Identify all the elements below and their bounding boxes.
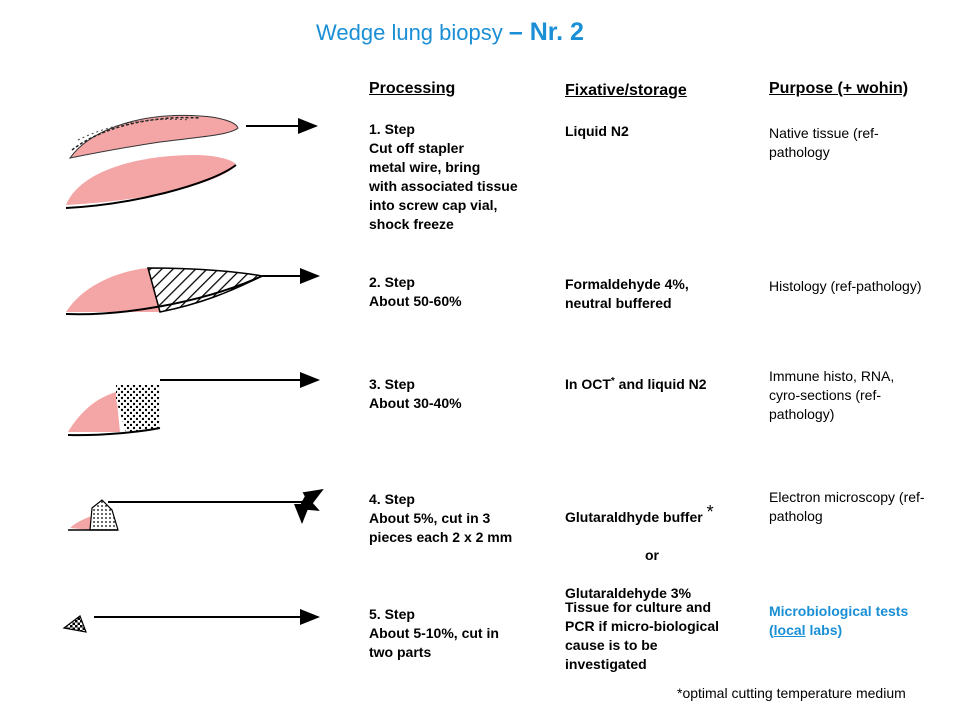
footnote: *optimal cutting temperature medium <box>677 685 906 701</box>
row3-purpose: Immune histo, RNA, cyro-sections (ref- p… <box>769 368 895 422</box>
row5-purpose: Microbiological tests (local labs) <box>769 603 909 638</box>
row3-fixative: In OCT* and liquid N2 <box>565 376 707 392</box>
tissue-step5 <box>62 609 320 633</box>
title-main: Wedge lung biopsy <box>316 20 503 45</box>
header-fixative: Fixative/storage <box>565 82 687 99</box>
page-title: Wedge lung biopsy – Nr. 2 <box>0 18 900 47</box>
row3-processing: 3. Step About 30-40% <box>369 376 462 411</box>
row1-fixative: Liquid N2 <box>565 123 629 139</box>
row4-fixative: Glutaraldhyde buffer * or Glutaraldehyde… <box>565 502 714 602</box>
row4-purpose: Electron microscopy (ref- patholog <box>769 489 925 524</box>
tissue-step2 <box>65 267 320 316</box>
header-purpose: Purpose (+ wohin) <box>769 80 909 97</box>
row2-fixative: Formaldehyde 4%, neutral buffered <box>565 276 689 311</box>
local-link[interactable]: local <box>773 622 806 638</box>
row5-processing: 5. Step About 5-10%, cut in two parts <box>369 606 499 660</box>
row5-fixative: Tissue for culture and PCR if micro-biol… <box>565 599 720 672</box>
tissue-step3 <box>67 372 320 437</box>
row1-processing: 1. Step Cut off stapler metal wire, brin… <box>369 121 518 232</box>
tissue-step4 <box>68 488 324 531</box>
row4-processing: 4. Step About 5%, cut in 3 pieces each 2… <box>369 491 513 545</box>
header-processing: Processing <box>369 80 456 97</box>
title-number: – Nr. 2 <box>508 18 584 46</box>
row1-purpose: Native tissue (ref- pathology <box>769 125 879 160</box>
tissue-step1 <box>65 114 318 209</box>
row2-purpose: Histology (ref-pathology) <box>769 278 922 294</box>
row2-processing: 2. Step About 50-60% <box>369 274 462 309</box>
